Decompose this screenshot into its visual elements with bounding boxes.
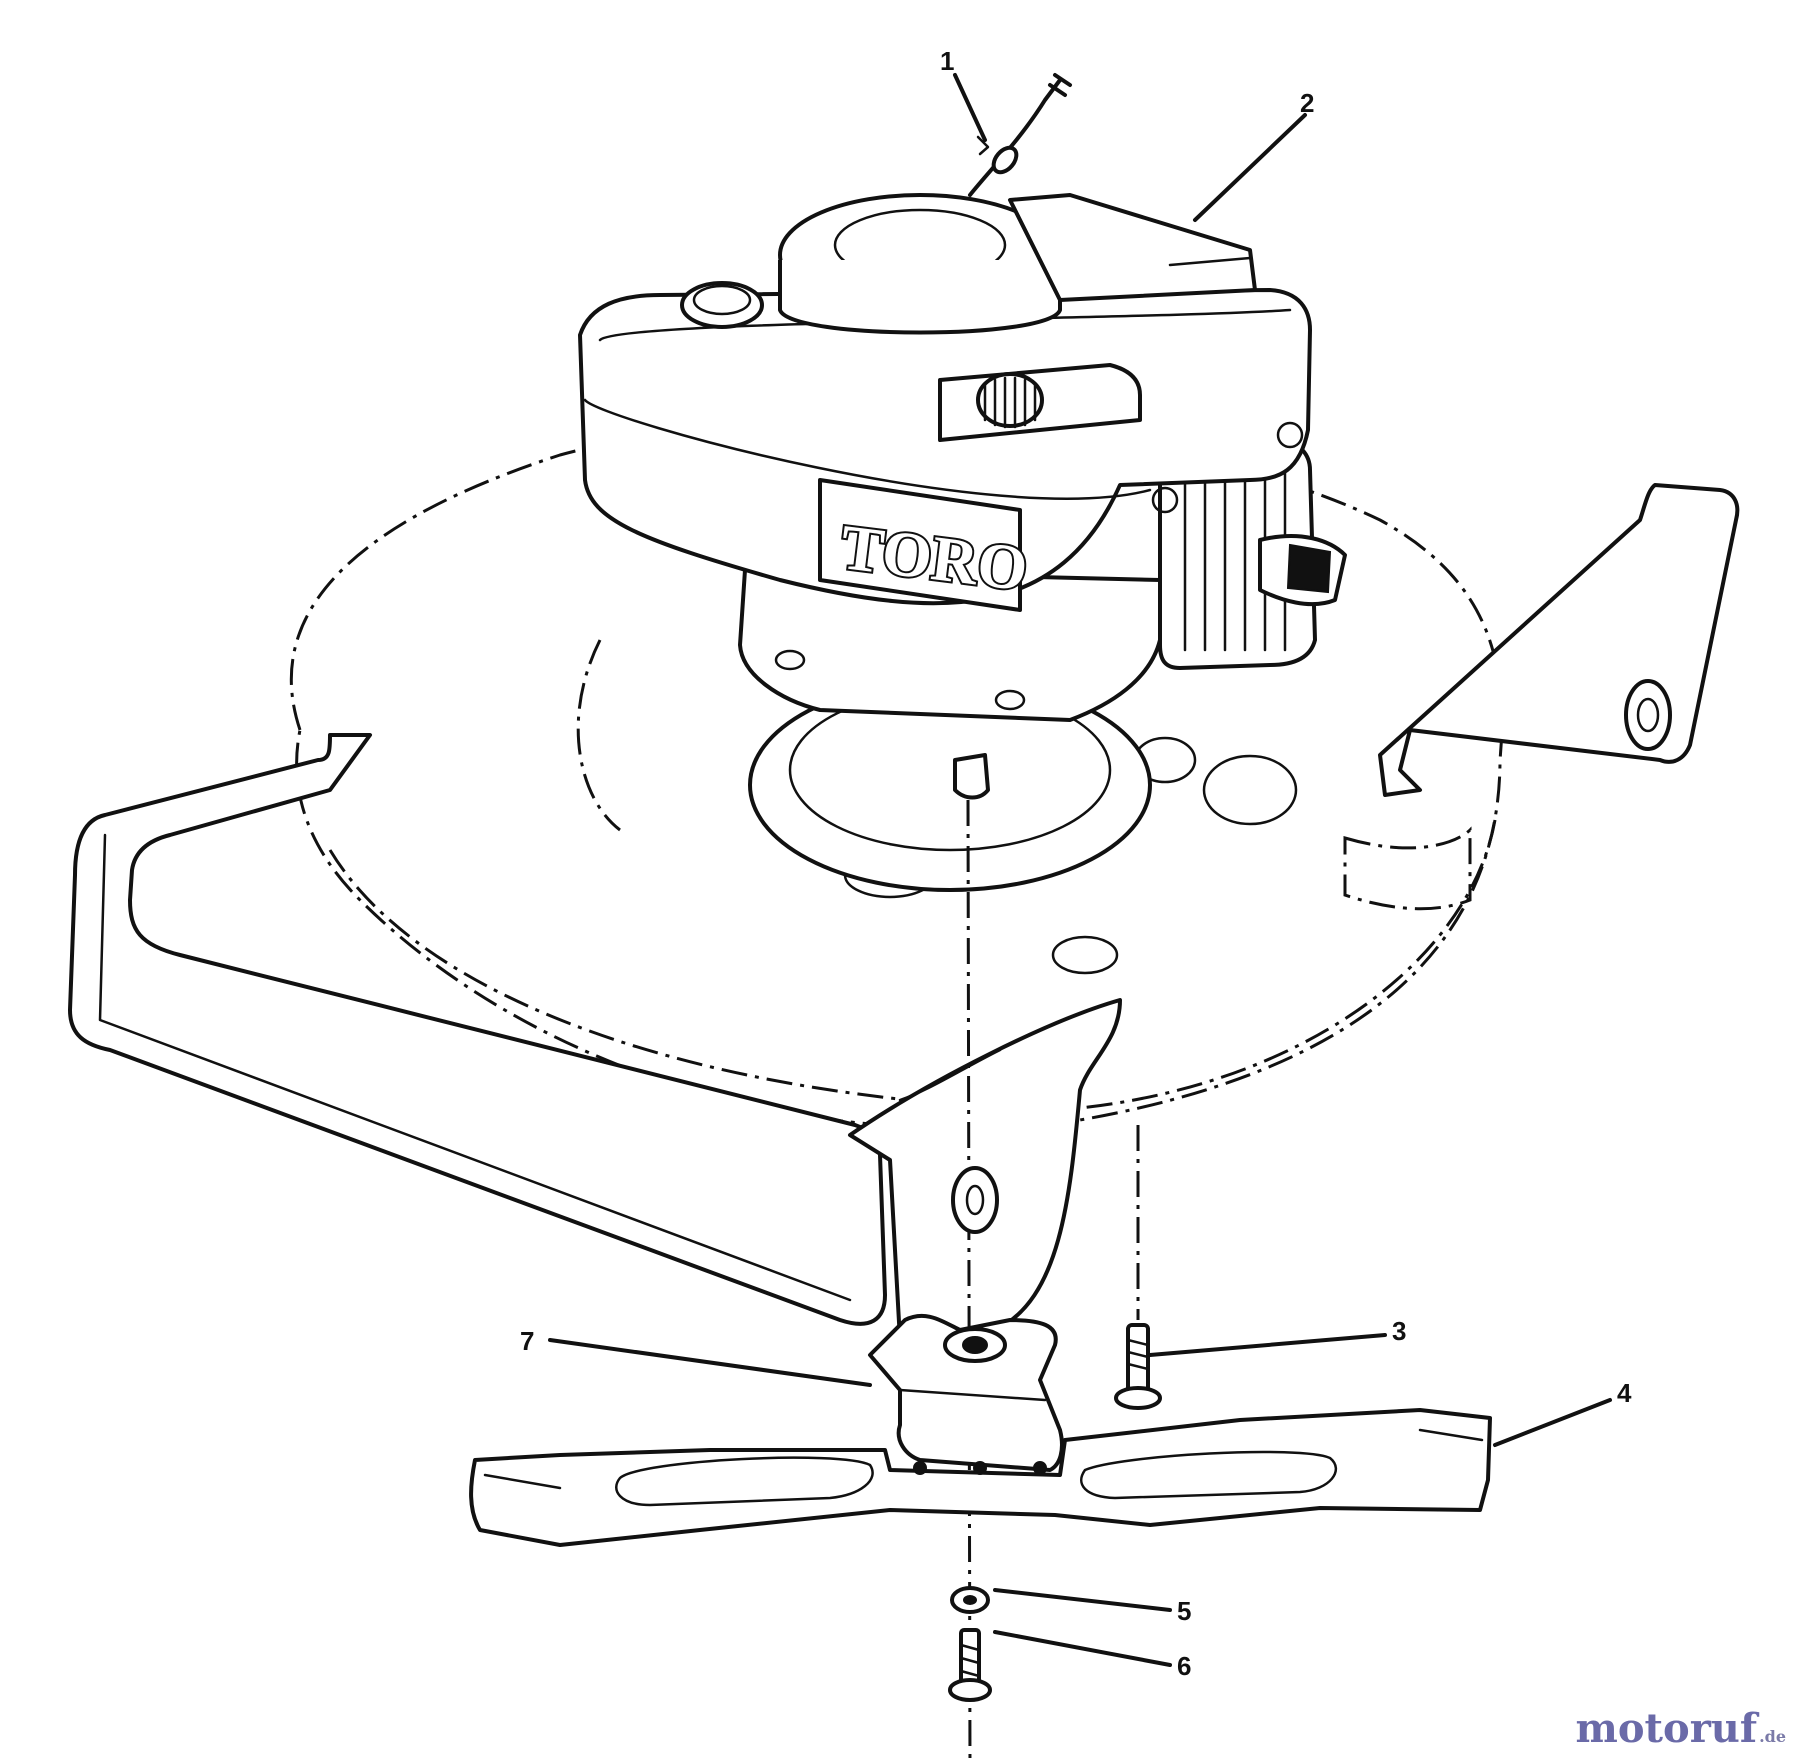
mower-deck	[289, 420, 1504, 1130]
engine: TORO	[578, 193, 1347, 800]
callout-5: 5	[1177, 1596, 1191, 1626]
rear-axle-bracket	[1378, 483, 1740, 797]
deck-bolt	[1114, 1125, 1162, 1410]
blade-adapter	[868, 1166, 1064, 1472]
mower-blade	[469, 1408, 1492, 1547]
crankshaft-axis-line	[966, 799, 972, 1762]
watermark: motoruf.de	[1576, 1705, 1786, 1752]
watermark-main: motoruf	[1575, 1705, 1758, 1752]
callout-2: 2	[1300, 88, 1314, 118]
callout-4: 4	[1617, 1378, 1632, 1408]
callout-3: 3	[1392, 1316, 1406, 1346]
throttle-cable	[968, 73, 1072, 197]
callout-leaders	[548, 73, 1612, 1667]
blade-bolt	[948, 1628, 992, 1702]
watermark-suffix: .de	[1759, 1727, 1786, 1746]
callout-1: 1	[940, 46, 954, 76]
callout-numbers: 1 2 3 4 5 6 7	[520, 46, 1632, 1681]
lock-washer	[950, 1586, 990, 1614]
callout-6: 6	[1177, 1651, 1191, 1681]
callout-7: 7	[520, 1326, 534, 1356]
